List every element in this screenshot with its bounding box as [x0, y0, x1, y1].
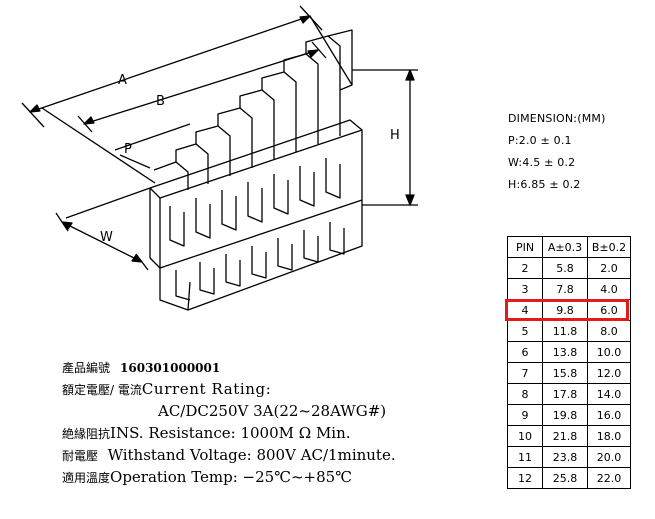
header-a: A±0.3 [542, 236, 588, 258]
cell-a: 19.8 [542, 404, 588, 426]
insulation-text: INS. Resistance: 1000M Ω Min. [110, 424, 351, 442]
header-b: B±0.2 [587, 236, 631, 258]
rating-label: 額定電壓/ 電流 [62, 383, 142, 397]
label-b: B [156, 94, 165, 109]
cell-pin: 2 [507, 257, 543, 279]
spec-block: 產品編號 160301000001 額定電壓/ 電流Current Rating:… [62, 356, 396, 488]
part-label: 產品編號 [62, 361, 111, 375]
dimension-notes: DIMENSION:(MM) P:2.0 ± 0.1 W:4.5 ± 0.2 H… [508, 108, 606, 196]
dimension-p: P:2.0 ± 0.1 [508, 134, 572, 147]
cell-b: 12.0 [587, 362, 631, 384]
dimension-w: W:4.5 ± 0.2 [508, 156, 576, 169]
rating-value: AC/DC250V 3A(22~28AWG#) [158, 402, 387, 420]
table-header-row: PIN A±0.3 B±0.2 [507, 236, 631, 258]
cell-pin: 12 [507, 467, 543, 489]
cell-a: 21.8 [542, 425, 588, 447]
cell-b: 6.0 [587, 299, 631, 321]
cell-b: 22.0 [587, 467, 631, 489]
cell-b: 14.0 [587, 383, 631, 405]
temp-label: 適用溫度 [62, 471, 111, 485]
temp-text: Operation Temp: −25℃~+85℃ [110, 468, 352, 486]
cell-a: 23.8 [542, 446, 588, 468]
cell-b: 2.0 [587, 257, 631, 279]
cell-b: 4.0 [587, 278, 631, 300]
connector-drawing: A B P W H [21, 5, 418, 311]
insulation-label: 絶緣阻抗 [62, 427, 111, 441]
cell-a: 7.8 [542, 278, 588, 300]
withstand-label: 耐電壓 [62, 449, 99, 463]
cell-a: 11.8 [542, 320, 588, 342]
insulation-row: 絶緣阻抗INS. Resistance: 1000M Ω Min. [62, 422, 396, 444]
label-a: A [118, 73, 127, 88]
rating-text: Current Rating: [141, 380, 272, 398]
label-p: P [124, 142, 132, 157]
cell-b: 18.0 [587, 425, 631, 447]
temp-row: 適用溫度Operation Temp: −25℃~+85℃ [62, 466, 396, 488]
cell-a: 15.8 [542, 362, 588, 384]
cell-pin: 5 [507, 320, 543, 342]
part-number: 160301000001 [120, 361, 221, 375]
dimension-h: H:6.85 ± 0.2 [508, 178, 581, 191]
cell-pin: 4 [507, 299, 543, 321]
cell-a: 9.8 [542, 299, 588, 321]
cell-a: 13.8 [542, 341, 588, 363]
cell-pin: 7 [507, 362, 543, 384]
label-w: W [100, 230, 113, 245]
cell-pin: 3 [507, 278, 543, 300]
withstand-text: Withstand Voltage: 800V AC/1minute. [107, 446, 396, 464]
cell-pin: 6 [507, 341, 543, 363]
cell-b: 20.0 [587, 446, 631, 468]
part-number-row: 產品編號 160301000001 [62, 356, 396, 378]
cell-b: 16.0 [587, 404, 631, 426]
cell-b: 8.0 [587, 320, 631, 342]
label-h: H [390, 128, 400, 143]
rating-row: 額定電壓/ 電流Current Rating: [62, 378, 396, 400]
header-pin: PIN [507, 236, 543, 258]
rating-value-row: AC/DC250V 3A(22~28AWG#) [62, 400, 396, 422]
cell-a: 5.8 [542, 257, 588, 279]
cell-pin: 8 [507, 383, 543, 405]
cell-pin: 9 [507, 404, 543, 426]
cell-pin: 10 [507, 425, 543, 447]
cell-b: 10.0 [587, 341, 631, 363]
cell-a: 25.8 [542, 467, 588, 489]
cell-pin: 11 [507, 446, 543, 468]
dimension-title: DIMENSION:(MM) [508, 112, 606, 125]
cell-a: 17.8 [542, 383, 588, 405]
withstand-row: 耐電壓 Withstand Voltage: 800V AC/1minute. [62, 444, 396, 466]
